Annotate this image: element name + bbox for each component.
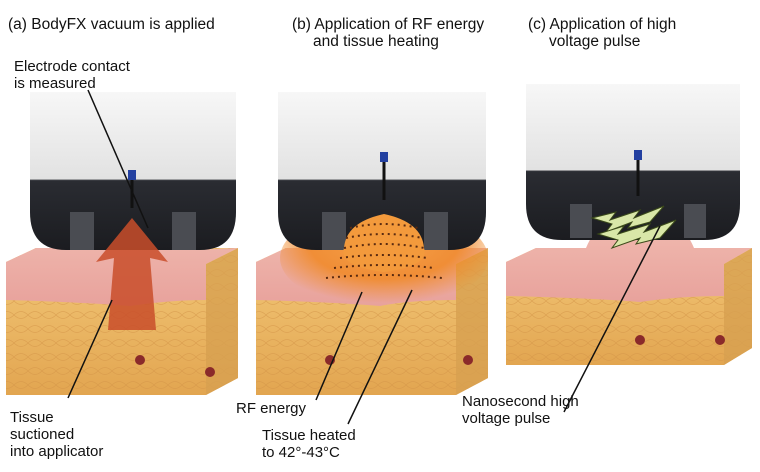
panel-b-title-line2: and tissue heating (313, 33, 439, 50)
electrode-right (172, 212, 196, 250)
electrode-left (570, 204, 592, 238)
rf-dome (343, 214, 425, 272)
panel-a-illustration (6, 89, 238, 399)
skin-layer (506, 208, 752, 302)
electrode-contact-callout-line1: Electrode contact (14, 58, 130, 75)
rf-energy-callout: RF energy (236, 400, 307, 417)
tissue-suctioned-callout-line2: suctioned (10, 426, 75, 443)
electrode-left (322, 212, 346, 250)
electrode-right (684, 204, 706, 238)
tissue-suctioned-callout-line3: into applicator (10, 443, 104, 460)
electrode-right (424, 212, 448, 250)
electrode-contact-callout-line2: is measured (14, 75, 96, 92)
panel-c-title-line2: voltage pulse (549, 33, 641, 50)
electrode-left (70, 212, 94, 250)
lightning-bolts (590, 205, 677, 250)
suction-arrow (96, 218, 168, 330)
panel-b-illustration (256, 92, 488, 425)
tissue-suctioned-callout-line1: Tissue (10, 409, 54, 426)
rf-field-dots (325, 223, 443, 279)
panel-c-title-line1: (c) Application of high (528, 16, 677, 33)
tissue-heated-callout-line1: Tissue heated (262, 427, 356, 444)
nanosecond-pulse-callout-line2: voltage pulse (462, 410, 551, 427)
applicator (526, 84, 740, 240)
panel-b-title-line1: (b) Application of RF energy (292, 16, 485, 33)
nanosecond-pulse-callout-line1: Nanosecond high (462, 393, 579, 410)
panel-a-title: (a) BodyFX vacuum is applied (8, 16, 215, 33)
applicator (278, 92, 486, 250)
panel-c-illustration (506, 84, 752, 413)
tissue-heated-callout-line2: to 42°-43°C (262, 444, 340, 461)
